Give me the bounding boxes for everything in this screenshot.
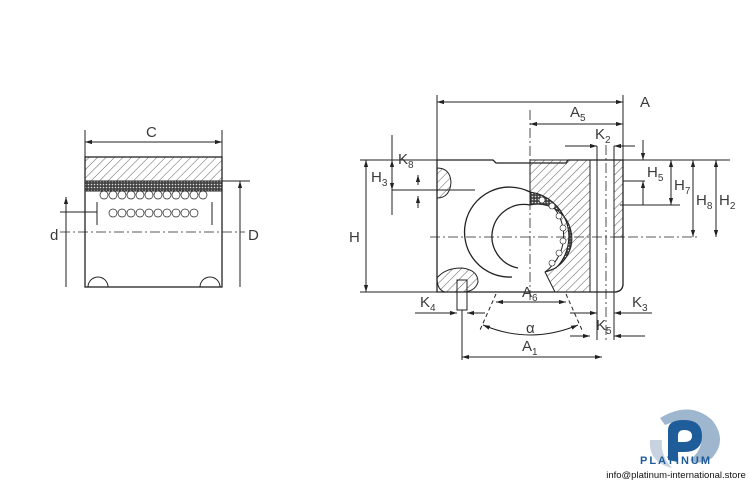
- label-A1: A1: [522, 338, 538, 358]
- label-K3: K3: [632, 294, 648, 314]
- label-K4: K4: [420, 294, 436, 314]
- brand-email: info@platinum-international.store: [606, 470, 746, 481]
- label-K8: K8: [398, 151, 414, 171]
- brand-name: PLATINUM: [639, 455, 712, 467]
- label-D: D: [248, 227, 259, 244]
- label-A5: A5: [570, 104, 586, 124]
- label-H8: H8: [696, 192, 713, 212]
- platinum-logo-icon: [649, 409, 720, 468]
- label-A: A: [640, 94, 650, 111]
- label-H3: H3: [371, 169, 388, 189]
- label-K5: K5: [596, 317, 612, 337]
- label-K2: K2: [595, 126, 611, 146]
- label-A6: A6: [522, 284, 538, 304]
- label-alpha: α: [526, 320, 535, 337]
- label-C: C: [146, 124, 157, 141]
- label-H7: H7: [674, 177, 691, 197]
- label-H5: H5: [647, 164, 664, 184]
- label-d: d: [50, 227, 58, 244]
- label-H: H: [349, 229, 360, 246]
- side-view: C d D: [50, 124, 259, 288]
- label-H2: H2: [719, 192, 736, 212]
- front-view: A A5 K2 K8 H3 H5 H7 H8 H2 H A6 K4 K3 α K…: [349, 94, 736, 360]
- brand-block: PLATINUM info@platinum-international.sto…: [606, 455, 746, 481]
